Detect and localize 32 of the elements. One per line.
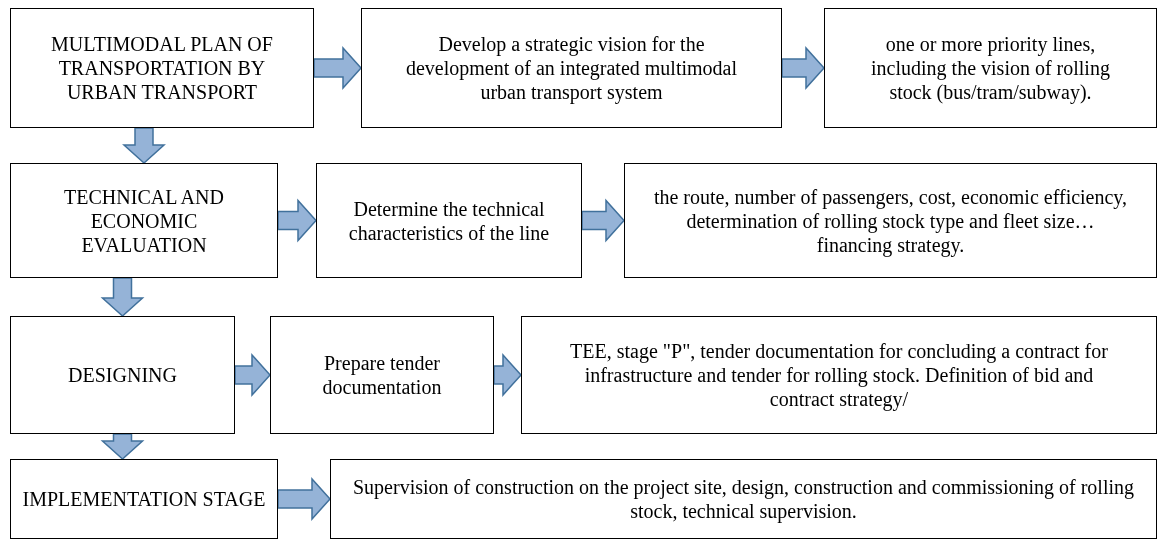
box-text: TEE, stage "P", tender documentation for concluding a contract for infrastructure and tender for rolling stock. Definition of bid and contract strategy/ <box>569 339 1109 411</box>
process-box <box>316 163 582 278</box>
block-arrow <box>277 477 331 521</box>
process-box <box>624 163 1157 278</box>
box-text: the route, number of passengers, cost, economic efficiency, determination of rolling stock type and fleet size… financing strategy. <box>652 184 1129 257</box>
box-text: DESIGNING <box>68 363 177 387</box>
block-arrow <box>493 353 522 397</box>
process-box <box>10 459 278 539</box>
box-text: IMPLEMENTATION STAGE <box>22 487 266 511</box>
box-text: TECHNICAL AND ECONOMIC EVALUATION <box>63 184 225 257</box>
process-box <box>10 163 278 278</box>
block-arrow <box>234 353 271 397</box>
process-box <box>824 8 1157 128</box>
box-text: Determine the technical characteristics of the line <box>347 196 551 245</box>
block-arrow <box>313 46 362 90</box>
box-text: Develop a strategic vision for the development of an integrated multimodal urban transport system <box>405 32 738 104</box>
block-arrow <box>277 198 317 243</box>
process-box <box>361 8 782 128</box>
process-box <box>10 8 314 128</box>
block-arrow <box>100 277 145 317</box>
box-text: Prepare tender documentation <box>321 351 443 399</box>
block-arrow <box>781 46 825 90</box>
process-box <box>521 316 1157 434</box>
process-box <box>270 316 494 434</box>
block-arrow <box>100 433 145 460</box>
box-text: Supervision of construction on the project site, design, construction and commissioning of rolling stock, technical supervision. <box>352 475 1135 523</box>
block-arrow <box>122 127 166 164</box>
block-arrow <box>581 198 625 243</box>
process-box <box>10 316 235 434</box>
box-text: one or more priority lines, including the vision of rolling stock (bus/tram/subway). <box>870 32 1111 104</box>
process-box <box>330 459 1157 539</box>
box-text: MULTIMODAL PLAN OF TRANSPORTATION BY URBAN TRANSPORT <box>50 32 274 104</box>
